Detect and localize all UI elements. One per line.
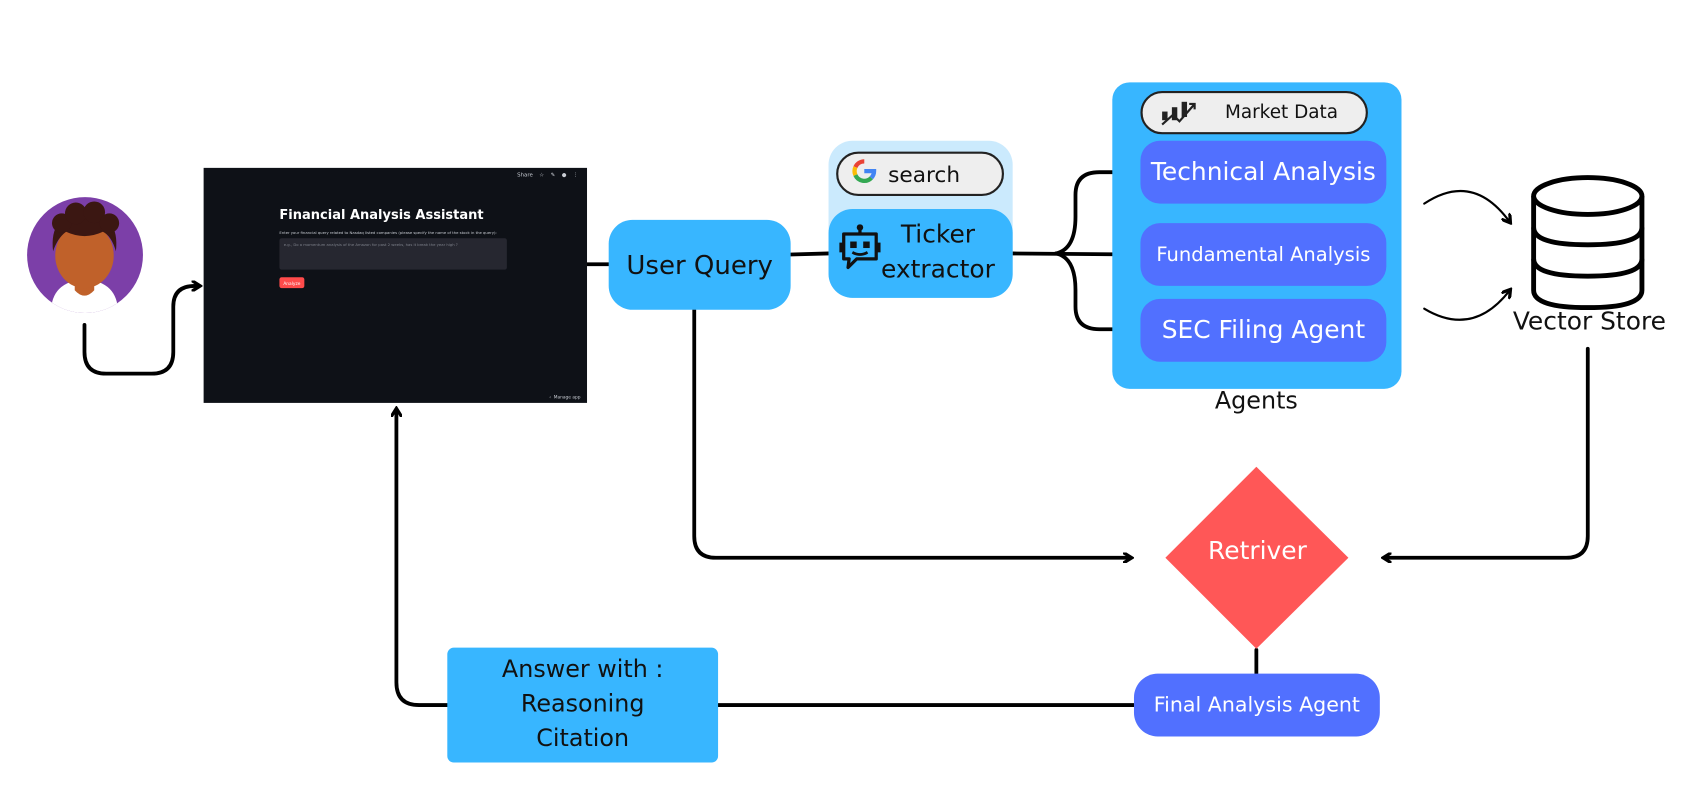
robot-icon bbox=[837, 224, 882, 277]
edge-branch-sec bbox=[1054, 251, 1143, 332]
edge-agents-to-vector bbox=[1423, 189, 1510, 222]
edge-branch-technical bbox=[1054, 170, 1143, 256]
manage-app-link[interactable]: ‹ Manage app bbox=[549, 394, 581, 400]
final-analysis-agent-label: Final Analysis Agent bbox=[1153, 693, 1360, 717]
vector-store-label: Vector Store bbox=[1512, 307, 1666, 336]
sec-filing-agent-label: SEC Filing Agent bbox=[1161, 316, 1366, 345]
analyze-button[interactable]: Analyze bbox=[279, 277, 305, 289]
sec-filing-agent-node: SEC Filing Agent bbox=[1140, 298, 1387, 362]
answer-line-3: Citation bbox=[536, 725, 630, 753]
edge-vector-to-agents bbox=[1423, 290, 1510, 321]
user-query-label: User Query bbox=[626, 249, 773, 280]
user-avatar-icon bbox=[27, 197, 143, 314]
github-icon[interactable]: ● bbox=[561, 172, 567, 179]
edge-query-to-retriever bbox=[692, 307, 1130, 558]
query-input[interactable]: e.g., Do a momentum analysis of the Amaz… bbox=[279, 238, 507, 270]
edge-query-to-ticker bbox=[788, 251, 831, 257]
app-title: Financial Analysis Assistant bbox=[279, 206, 484, 223]
edge-answer-to-app bbox=[396, 409, 450, 707]
market-data-node: Market Data bbox=[1140, 90, 1368, 135]
ticker-extractor-node: Ticker extractor bbox=[828, 209, 1013, 298]
star-icon[interactable]: ☆ bbox=[539, 172, 545, 179]
technical-analysis-node: Technical Analysis bbox=[1140, 140, 1387, 204]
fundamental-analysis-node: Fundamental Analysis bbox=[1140, 223, 1387, 286]
user-query-node: User Query bbox=[608, 219, 791, 310]
final-analysis-agent-node: Final Analysis Agent bbox=[1133, 673, 1380, 737]
search-node: search bbox=[836, 151, 1005, 197]
database-icon bbox=[1531, 175, 1645, 311]
search-label: search bbox=[888, 160, 961, 187]
stock-chart-icon bbox=[1160, 97, 1199, 133]
ticker-extractor-label: Ticker extractor bbox=[881, 220, 995, 284]
edit-icon[interactable]: ✎ bbox=[550, 172, 556, 179]
answer-node: Answer with : Reasoning Citation bbox=[447, 647, 719, 763]
more-icon[interactable]: ⋮ bbox=[572, 172, 579, 179]
answer-line-1: Answer with : bbox=[501, 656, 664, 684]
market-data-label: Market Data bbox=[1224, 101, 1339, 124]
screenshot-toolbar: Share ☆ ✎ ● ⋮ bbox=[517, 172, 578, 178]
share-link[interactable]: Share bbox=[517, 172, 533, 179]
google-icon bbox=[849, 156, 879, 192]
edge-user-to-app bbox=[82, 286, 199, 376]
retriever-label: Retriver bbox=[1208, 537, 1307, 566]
manage-app-label: Manage app bbox=[553, 394, 581, 400]
retriever-diamond bbox=[1165, 466, 1349, 649]
edge-vector-to-retriever bbox=[1384, 346, 1590, 558]
fundamental-analysis-label: Fundamental Analysis bbox=[1156, 243, 1371, 266]
answer-line-2: Reasoning bbox=[520, 690, 645, 719]
technical-analysis-label: Technical Analysis bbox=[1150, 158, 1376, 187]
agents-caption: Agents bbox=[1214, 387, 1298, 415]
app-screenshot: Share ☆ ✎ ● ⋮ Financial Analysis Assista… bbox=[203, 167, 588, 403]
app-description: Enter your financial query related to Na… bbox=[279, 230, 497, 236]
